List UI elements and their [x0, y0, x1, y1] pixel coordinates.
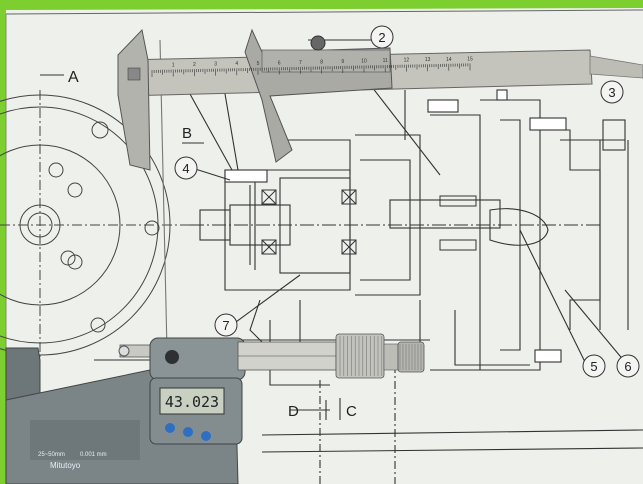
view-c-label: C: [346, 403, 357, 420]
view-d-label: D: [288, 403, 299, 420]
zero-abs-button: [183, 427, 193, 437]
digital-micrometer: 43.023 25~50mm 0.001 mm Mitutoyo: [5, 333, 425, 484]
view-b-label: B: [182, 125, 192, 142]
caliper-scale-number: 13: [425, 57, 431, 63]
thumb-screw-icon: [310, 35, 326, 51]
caliper-scale-number: 11: [383, 58, 388, 64]
caliper-scale-number: 12: [404, 58, 410, 64]
callout-5: 5: [590, 359, 597, 374]
callout-5-circle: [582, 354, 606, 378]
caliper-scale-number: 1: [172, 63, 175, 69]
callout-3: 3: [608, 85, 615, 100]
caliper-scale-number: 10: [361, 59, 367, 65]
callout-4: 4: [182, 161, 189, 176]
caliper-scale-number: 6: [278, 60, 281, 66]
lcd-display: [159, 387, 225, 415]
caliper-scale-number: 2: [193, 62, 196, 68]
callout-7-circle: [214, 313, 238, 337]
callout-bubbles: [174, 25, 640, 378]
callout-6-circle: [616, 354, 640, 378]
callout-7: 7: [222, 318, 229, 333]
callout-3-circle: [600, 80, 624, 104]
callout-2: 2: [378, 30, 385, 45]
resolution-label: 0.001 mm: [80, 452, 107, 458]
caliper-scale-number: 5: [257, 61, 260, 67]
caliper-scale-number: 9: [341, 59, 344, 65]
callout-4-circle: [174, 156, 198, 180]
flange-view: [0, 90, 200, 360]
caliper-scale-number: 4: [235, 61, 238, 67]
section-a-top-label: A: [68, 69, 79, 86]
origin-button: [165, 423, 175, 433]
caliper-scale: [151, 63, 471, 77]
caliper-scale-number: 3: [214, 62, 217, 68]
caliper-scale-number: 15: [467, 56, 473, 62]
brand-label: Mitutoyo: [50, 461, 81, 470]
callout-6: 6: [624, 359, 631, 374]
caliper-scale-number: 7: [299, 60, 302, 66]
caliper-scale-number: 8: [320, 59, 323, 65]
range-label: 25~50mm: [38, 452, 65, 458]
lock-lever-icon: [165, 350, 179, 364]
lcd-reading: 43.023: [165, 393, 219, 411]
mode-button: [201, 431, 211, 441]
caliper-scale-number: 14: [446, 57, 452, 63]
